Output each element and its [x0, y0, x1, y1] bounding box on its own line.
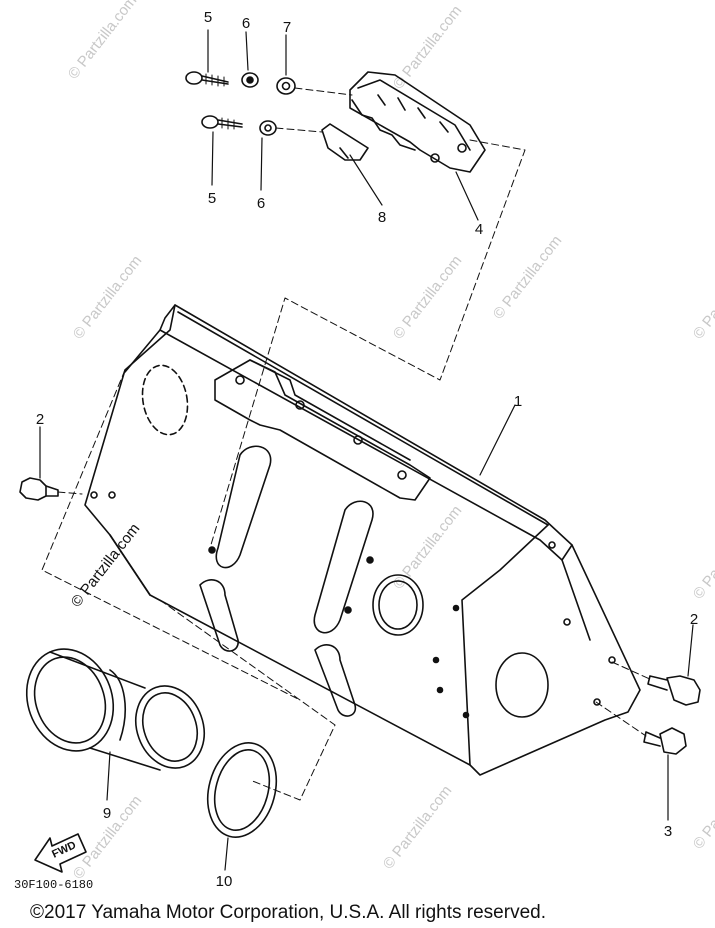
callout-1: 1 [514, 393, 522, 410]
watermark-text: © Partzilla.com [690, 252, 715, 342]
watermark-text-dark: © Partzilla.com [68, 520, 144, 610]
assembly-lines [41, 87, 653, 801]
watermark-text: © Partzilla.com [690, 512, 715, 602]
callout-6: 6 [257, 195, 265, 212]
part-code: 30F100-6180 [14, 878, 93, 892]
washer-part-6 [241, 72, 259, 88]
callout-2: 2 [36, 411, 44, 428]
callout-6: 6 [242, 15, 250, 32]
clamp-part-10 [206, 742, 278, 838]
bolt-part-5 [185, 71, 229, 87]
callout-2: 2 [690, 611, 698, 628]
leader-lines [39, 29, 694, 871]
watermark-text: © Partzilla.com [70, 252, 146, 342]
watermark-text: © Partzilla.com [690, 762, 715, 852]
skid-plate [84, 304, 641, 776]
watermark-text: © Partzilla.com [390, 502, 466, 592]
bolt-part-5 [201, 115, 243, 130]
watermark-text: © Partzilla.com [380, 782, 456, 872]
callout-5: 5 [204, 9, 212, 26]
bolt-part-2 [19, 477, 59, 501]
copyright-notice: ©2017 Yamaha Motor Corporation, U.S.A. A… [30, 902, 546, 923]
watermark-layer: © Partzilla.com © Partzilla.com © Partzi… [65, 0, 715, 882]
callout-7: 7 [283, 19, 291, 36]
bolt-part-2 [647, 675, 701, 706]
watermark-text: © Partzilla.com [390, 252, 466, 342]
watermark-text: © Partzilla.com [65, 0, 141, 82]
callout-5: 5 [208, 190, 216, 207]
watermark-text: © Partzilla.com [490, 232, 566, 322]
callout-8: 8 [378, 209, 386, 226]
callout-3: 3 [664, 823, 672, 840]
nut-part-7 [276, 77, 296, 95]
callout-10: 10 [216, 873, 233, 890]
callout-9: 9 [103, 805, 111, 822]
bolt-part-3 [643, 727, 687, 755]
intake-joint-part-9 [25, 648, 205, 771]
fwd-arrow-icon [34, 833, 87, 873]
washer-part-6 [259, 120, 277, 136]
bracket-part-8 [321, 123, 369, 161]
callout-4: 4 [475, 221, 483, 238]
bracket-part-4 [349, 71, 486, 173]
